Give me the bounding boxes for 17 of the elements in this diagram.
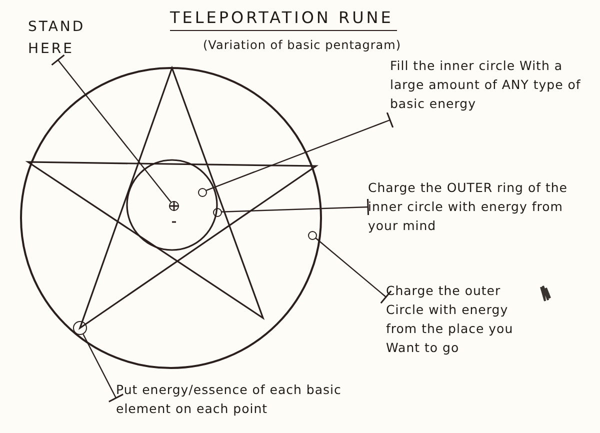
title: TELEPORTATION RUNE — [170, 8, 398, 31]
annotation-text: Charge the outer Circle with energy from the place you Want to go — [386, 281, 536, 357]
point-marker — [198, 188, 206, 196]
annotation-text: Fill the inner circle With a large amount of ANY type of basic energy — [390, 56, 582, 113]
point-marker — [212, 208, 222, 216]
leader-line — [221, 198, 370, 216]
annotation-text: Charge the OUTER ring of the inner circle with energy from your mind — [368, 178, 592, 235]
leader-line — [315, 237, 392, 304]
point-marker — [73, 321, 87, 335]
annotation-text: STAND HERE — [28, 16, 88, 60]
point-marker — [308, 230, 316, 240]
annotation-text: Put energy/essence of each basic element on each point — [116, 380, 366, 418]
leader-line — [82, 334, 124, 402]
subtitle: (Variation of basic pentagram) — [203, 37, 402, 54]
leader-line — [50, 54, 172, 202]
point-marker — [169, 201, 179, 211]
leader-line — [206, 112, 394, 191]
